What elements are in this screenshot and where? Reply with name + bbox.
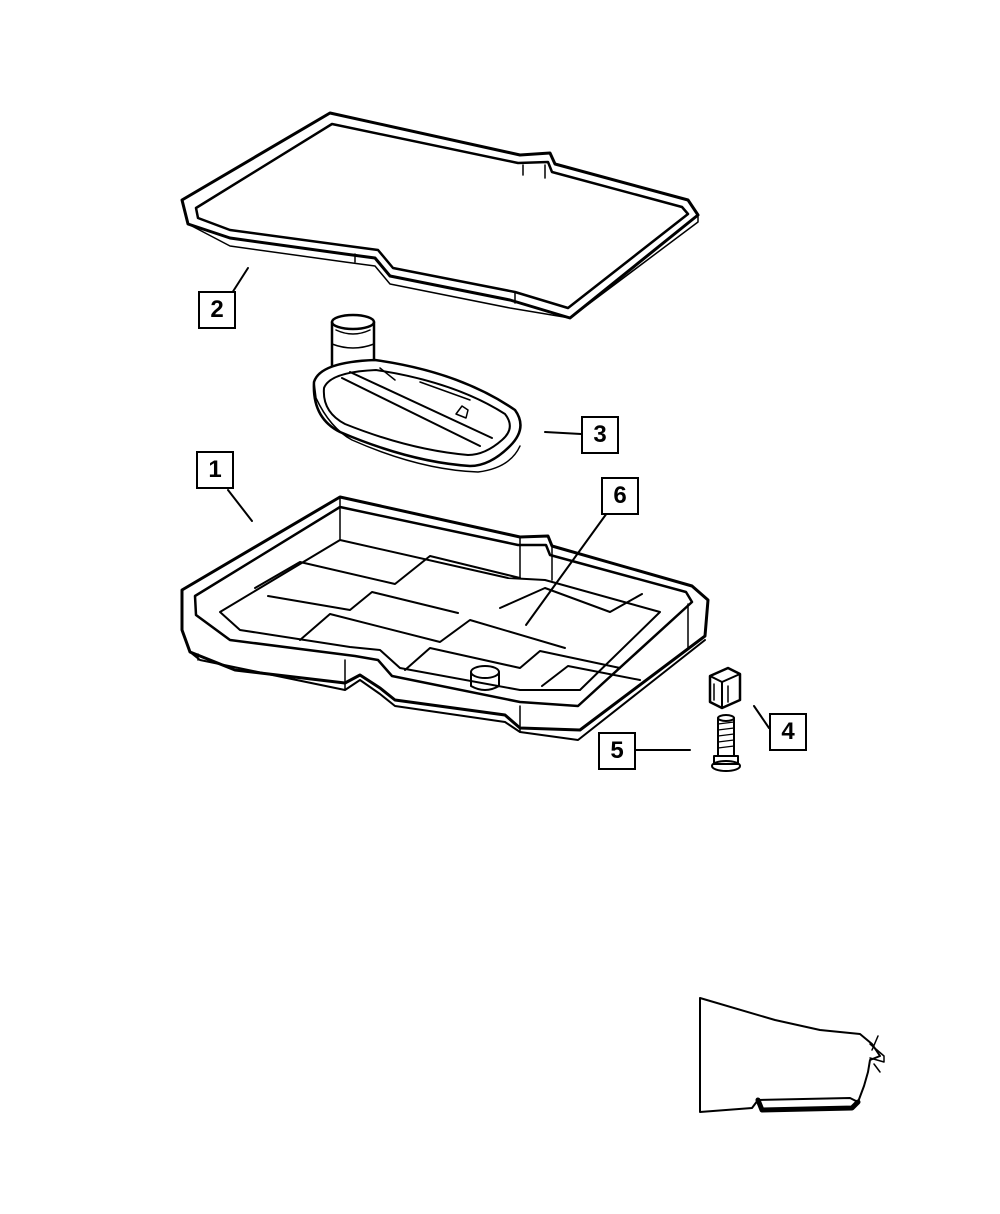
callout-3[interactable]: 3 — [581, 416, 619, 454]
leader-2 — [231, 267, 249, 294]
callout-2[interactable]: 2 — [198, 291, 236, 329]
locator-inset — [699, 997, 885, 1113]
callout-6[interactable]: 6 — [601, 477, 639, 515]
callout-4[interactable]: 4 — [769, 713, 807, 751]
leader-1 — [227, 489, 253, 522]
callout-1[interactable]: 1 — [196, 451, 234, 489]
leader-6 — [525, 512, 608, 626]
filter — [312, 313, 522, 473]
bolt — [711, 714, 741, 772]
leader-4 — [753, 705, 770, 729]
oil-pan — [180, 495, 710, 741]
leader-lines — [227, 267, 770, 751]
pan-gasket — [180, 111, 700, 320]
clip — [708, 666, 742, 710]
callout-5[interactable]: 5 — [598, 732, 636, 770]
leader-3 — [544, 431, 582, 435]
